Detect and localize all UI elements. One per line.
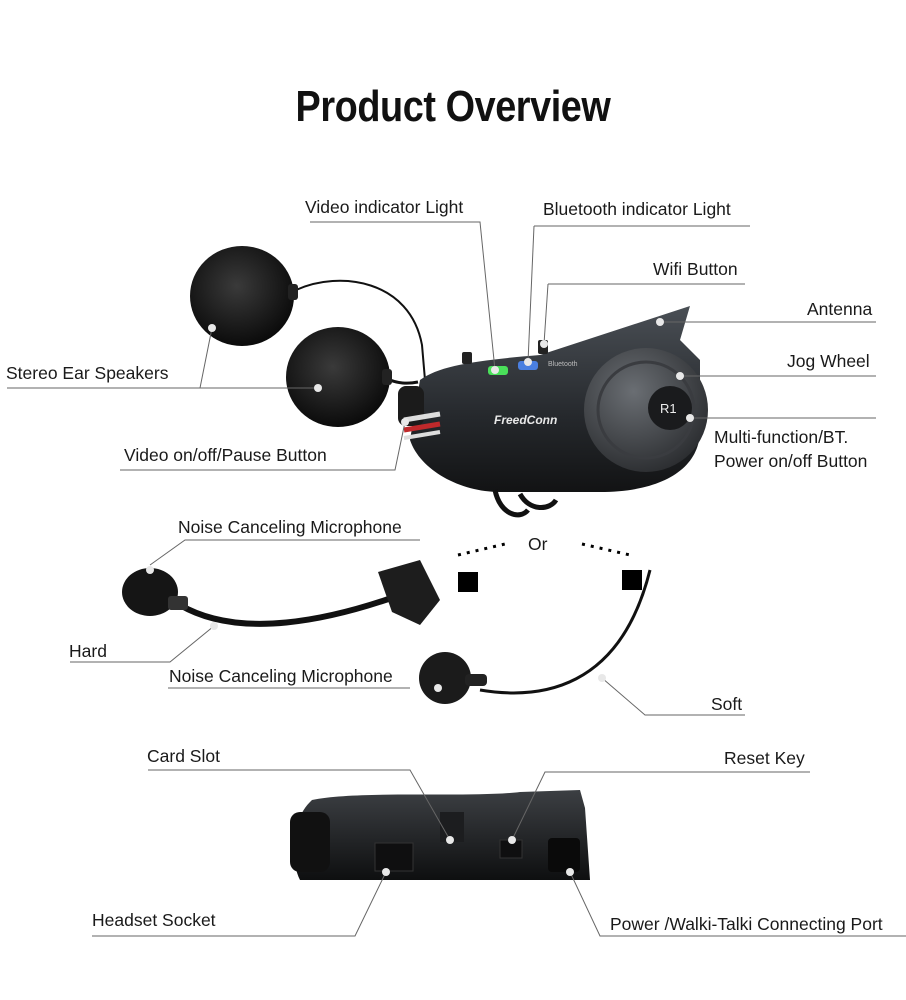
leader-lines <box>7 221 906 937</box>
main-unit: Bluetooth FreedConn R1 <box>398 306 708 518</box>
label-bluetooth-indicator: Bluetooth indicator Light <box>543 199 731 219</box>
bt-text: Bluetooth <box>548 361 578 368</box>
ear-speakers <box>190 246 426 427</box>
label-headset-socket: Headset Socket <box>92 910 216 930</box>
brand-logo: FreedConn <box>494 413 557 427</box>
label-reset-key: Reset Key <box>724 748 805 768</box>
label-video-pause-button: Video on/off/Pause Button <box>124 445 327 465</box>
label-hard: Hard <box>69 641 107 661</box>
label-soft: Soft <box>711 694 743 714</box>
label-or: Or <box>528 534 548 554</box>
pointer-dots <box>146 318 694 876</box>
label-noise-mic-top: Noise Canceling Microphone <box>178 517 402 537</box>
label-multi-function-line2: Power on/off Button <box>714 451 868 471</box>
label-noise-mic-bottom: Noise Canceling Microphone <box>169 666 393 686</box>
label-card-slot: Card Slot <box>147 746 220 766</box>
label-power-port: Power /Walki-Talki Connecting Port <box>610 914 883 934</box>
label-jog-wheel: Jog Wheel <box>787 351 870 371</box>
microphones <box>122 542 652 704</box>
label-wifi-button: Wifi Button <box>653 259 738 279</box>
label-stereo-ear-speakers: Stereo Ear Speakers <box>6 363 169 383</box>
label-video-indicator: Video indicator Light <box>305 197 464 217</box>
label-antenna: Antenna <box>807 299 873 319</box>
wheel-badge: R1 <box>660 401 677 416</box>
page-title: Product Overview <box>295 82 611 131</box>
side-view-unit <box>290 790 590 880</box>
label-multi-function-line1: Multi-function/BT. <box>714 427 849 447</box>
